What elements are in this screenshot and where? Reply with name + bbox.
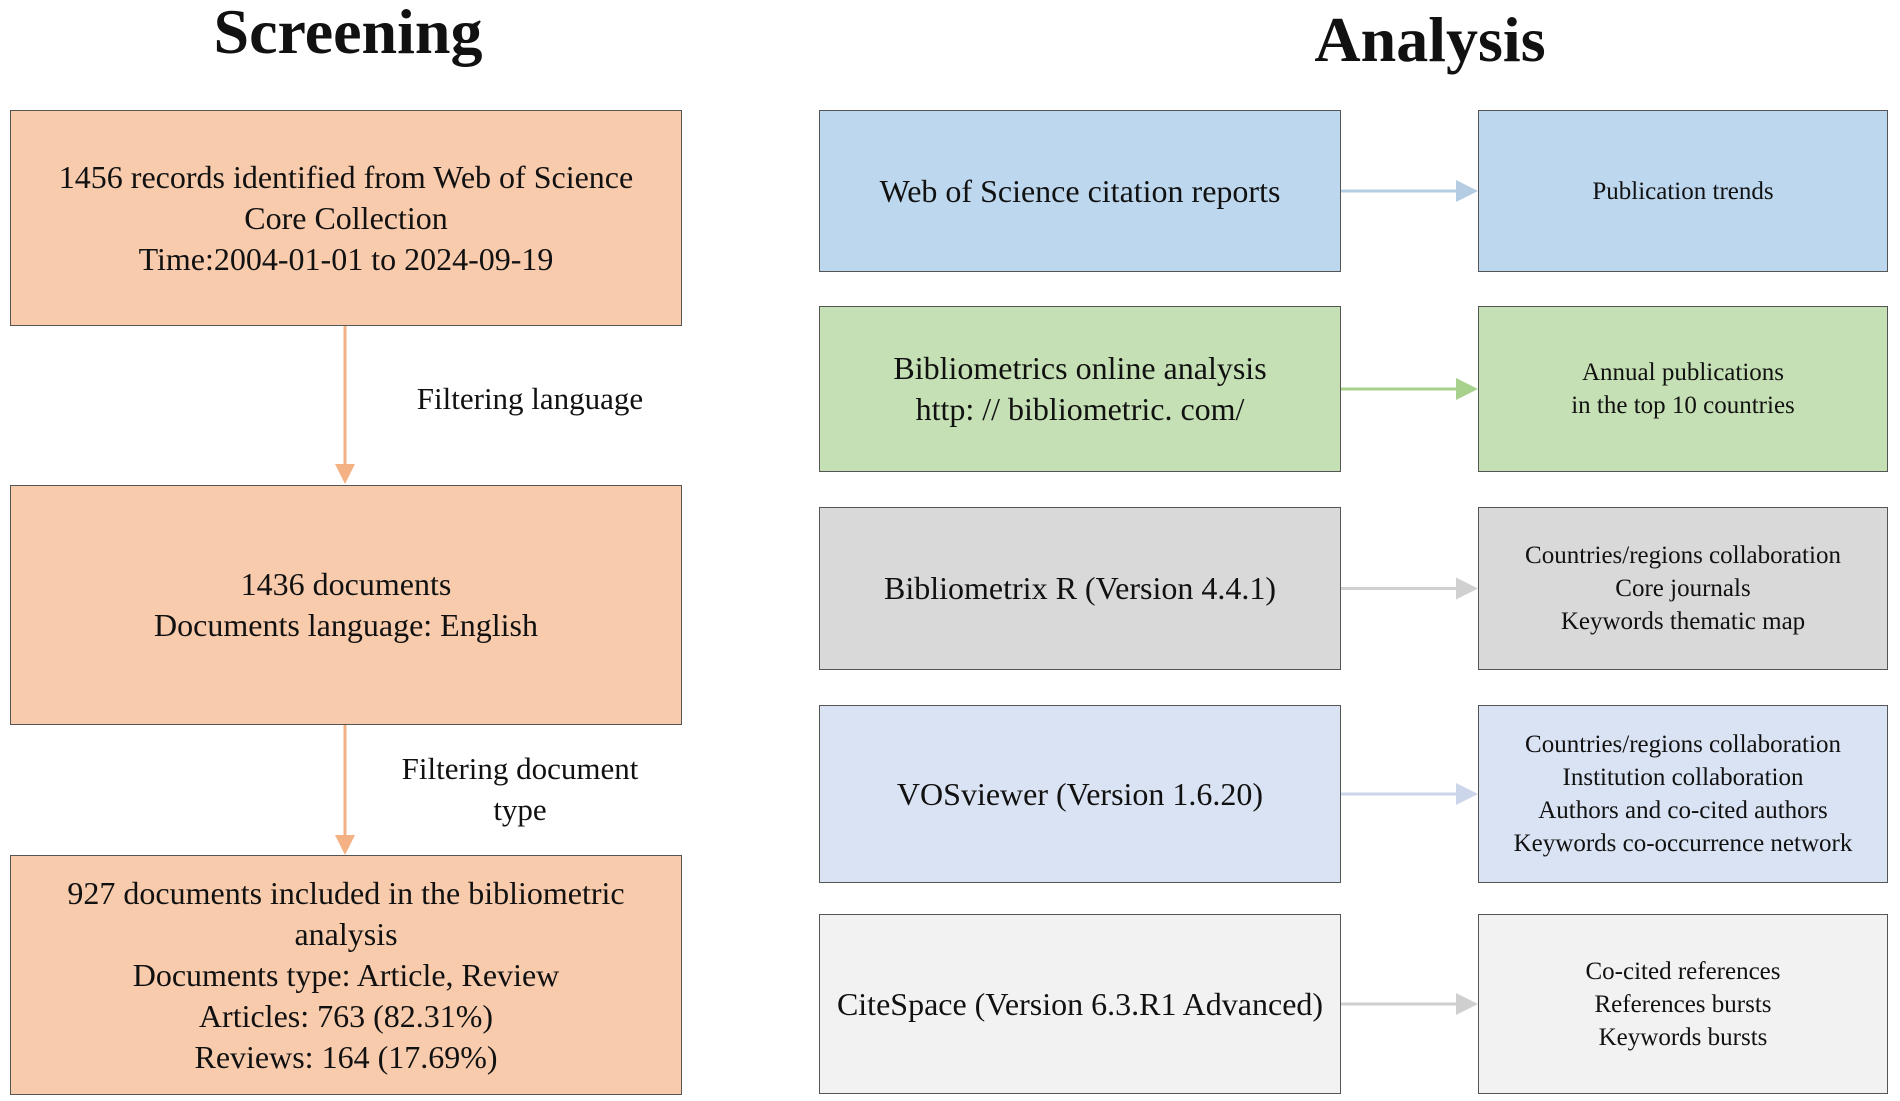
vosviewer-output-line-4: Keywords co-occurrence network [1513,830,1853,857]
bibliometrics-online-tool-line-2: http: // bibliometric. com/ [915,391,1245,427]
bibliometrix-r-tool-box: Bibliometrix R (Version 4.4.1) [819,507,1341,670]
bibliometrix-r-output-line-1: Countries/regions collaboration [1525,542,1841,569]
records-identified-box: 1456 records identified from Web of Scie… [10,110,682,326]
records-line-1: 1456 records identified from Web of Scie… [58,158,634,195]
vosviewer-tool-line-1: VOSviewer (Version 1.6.20) [896,775,1264,812]
bibliometrics-online-tool-line-1: Bibliometrics online analysis [893,350,1267,386]
language-filtered-box: 1436 documents Documents language: Engli… [10,485,682,725]
bibliometrix-r-output-line-2: Core journals [1615,575,1751,602]
citespace-output-line-3: Keywords bursts [1598,1023,1768,1051]
included-line-3: Documents type: Article, Review [132,956,560,993]
documents-count-line: 1436 documents [240,566,452,602]
bibliometrix-r-tool-line-1: Bibliometrix R (Version 4.4.1) [884,570,1276,606]
bibliometrix-r-arrow [1341,577,1478,600]
wos-citation-reports-output-line-1: Publication trends [1592,177,1774,205]
screening-arrow-1 [335,325,355,484]
citespace-output-line-1: Co-cited references [1585,957,1781,985]
bibliometrics-online-arrow [1341,378,1478,400]
vosviewer-tool-box: VOSviewer (Version 1.6.20) [819,705,1341,883]
analysis-heading: Analysis [1314,4,1546,75]
vosviewer-output-line-3: Authors and co-cited authors [1538,797,1828,824]
citespace-tool-box: CiteSpace (Version 6.3.R1 Advanced) [819,914,1341,1094]
bibliometrics-online-output-box: Annual publications in the top 10 countri… [1478,306,1888,472]
included-line-5: Reviews: 164 (17.69%) [194,1038,498,1075]
records-line-3: Time:2004-01-01 to 2024-09-19 [138,240,554,277]
bibliometrics-online-tool-box: Bibliometrics online analysis http: // bi… [819,306,1341,472]
records-line-2: Core Collection [244,199,448,236]
included-line-4: Articles: 763 (82.31%) [198,997,494,1034]
wos-citation-reports-arrow [1341,180,1478,202]
filtering-language-label: Filtering language [416,381,644,416]
wos-citation-reports-tool-box: Web of Science citation reports [819,110,1341,272]
wos-citation-reports-output-box: Publication trends [1478,110,1888,272]
citespace-arrow [1341,993,1478,1015]
included-line-1: 927 documents included in the bibliometr… [67,874,625,911]
included-documents-box: 927 documents included in the bibliometr… [10,855,682,1095]
bibliometrics-online-output-line-1: Annual publications [1581,359,1785,386]
wos-citation-reports-tool-line-1: Web of Science citation reports [879,172,1281,209]
included-line-2: analysis [294,915,398,952]
bibliometrics-online-output-line-2: in the top 10 countries [1571,392,1795,419]
vosviewer-output-line-1: Countries/regions collaboration [1525,731,1841,758]
documents-language-line: Documents language: English [154,607,538,643]
filtering-type-line-1: Filtering document [401,751,639,786]
filtering-document-type-label: Filtering document type [380,748,660,830]
screening-heading: Screening [213,0,483,67]
screening-arrow-2 [335,724,355,855]
vosviewer-arrow [1341,783,1478,805]
filtering-type-line-2: type [493,792,547,827]
citespace-tool-line-1: CiteSpace (Version 6.3.R1 Advanced) [836,985,1324,1022]
bibliometrix-r-output-line-3: Keywords thematic map [1560,608,1806,635]
vosviewer-output-line-2: Institution collaboration [1562,764,1804,791]
citespace-output-line-2: References bursts [1594,990,1772,1018]
